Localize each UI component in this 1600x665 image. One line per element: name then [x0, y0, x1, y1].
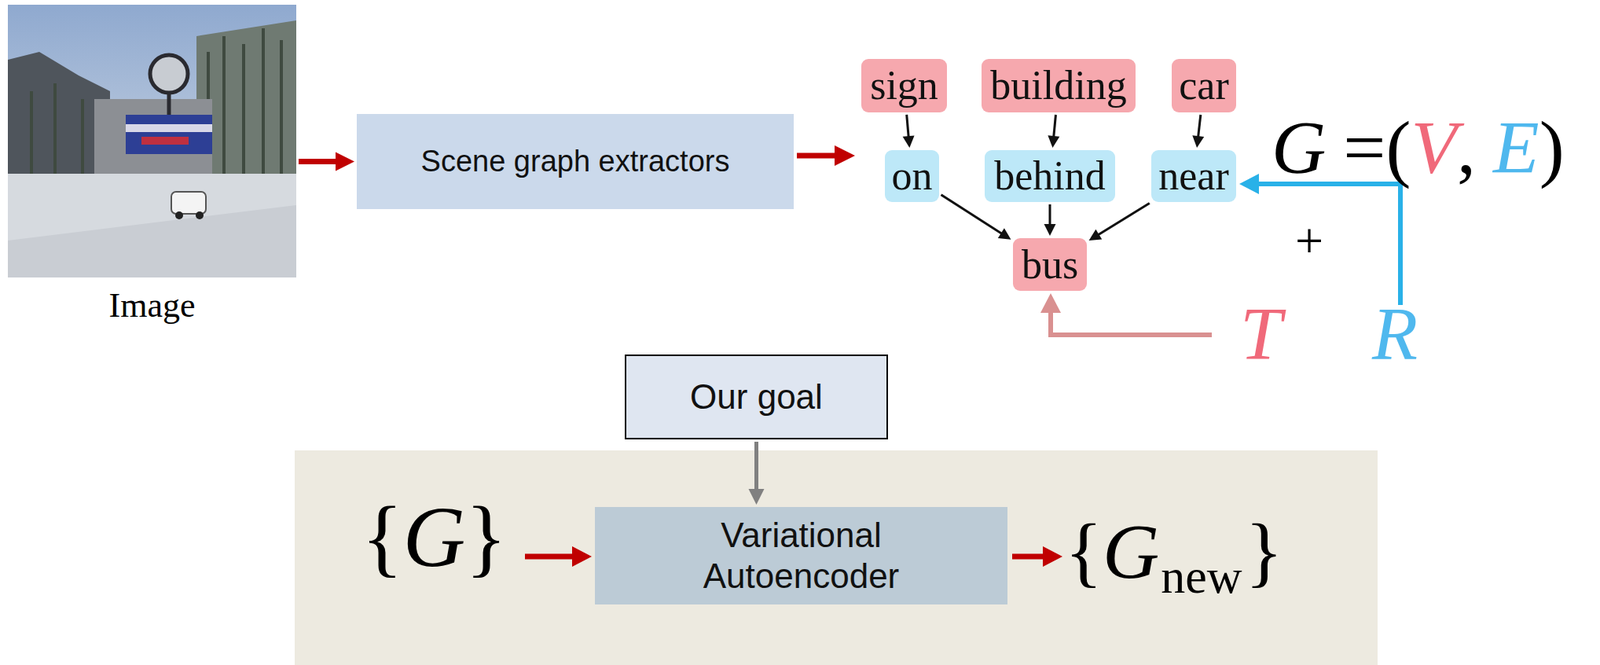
object-node: building: [981, 58, 1136, 113]
math-symbol: new: [1160, 551, 1242, 601]
math-symbol: R: [1372, 297, 1418, 372]
connector: [1192, 114, 1204, 148]
node-label: building: [990, 62, 1127, 110]
connector: [902, 114, 915, 148]
model-box: Variational Autoencoder: [594, 506, 1008, 605]
red-arrow-head: [1042, 546, 1063, 567]
math-symbol: {: [361, 493, 404, 580]
math-symbol: G: [1102, 512, 1160, 591]
bus-body: [125, 114, 213, 155]
math-symbol: ,: [1456, 110, 1476, 186]
connector: [298, 152, 355, 172]
red-arrow-line: [524, 554, 574, 560]
red-arrow-line: [1012, 554, 1046, 560]
goal-band: [294, 450, 1378, 665]
round-sign: [150, 55, 188, 93]
connector-line: [1197, 114, 1200, 139]
sign-post: [167, 92, 172, 115]
sky: [7, 4, 297, 278]
math-symbol: +: [1295, 216, 1324, 267]
math-symbol: T: [1240, 297, 1282, 372]
arrow-head: [1044, 223, 1057, 236]
connector: [1047, 114, 1060, 148]
red-arrow-head: [572, 546, 592, 567]
math-symbol: {: [1064, 512, 1103, 591]
connector-line: [754, 441, 759, 492]
tree-trunks: [31, 28, 282, 186]
arrow-head: [1047, 135, 1060, 148]
node-label: on: [891, 152, 933, 200]
relation-node: on: [884, 150, 940, 202]
math-symbol: G: [1271, 110, 1326, 186]
connector: [1089, 203, 1150, 241]
connector-line: [1053, 114, 1057, 139]
formula: G=(V,E): [1271, 110, 1565, 186]
arrow-head: [1089, 229, 1103, 241]
arrow-head: [902, 135, 915, 148]
node-label: car: [1178, 62, 1229, 110]
red-arrow-line: [796, 153, 838, 159]
blue-arrow-line: [1257, 183, 1401, 305]
object-node: car: [1171, 58, 1237, 113]
node-label: Our goal: [689, 377, 823, 418]
scene-photo: [7, 4, 297, 278]
goal-box: Our goal: [624, 354, 889, 440]
bus-stripe: [125, 124, 213, 133]
wheel: [195, 211, 204, 220]
math-symbol: ): [1539, 110, 1565, 186]
math-symbol: }: [465, 493, 507, 580]
building: [94, 99, 213, 174]
math-symbol: G: [403, 493, 466, 580]
node-label: near: [1158, 152, 1229, 200]
node-label: bus: [1021, 241, 1079, 289]
node-label: sign: [869, 62, 939, 110]
math-symbol: =(: [1343, 110, 1411, 186]
arrow-head: [1192, 135, 1204, 148]
connector-line: [906, 114, 910, 139]
connector-line: [298, 158, 340, 165]
connector-line: [1049, 204, 1052, 227]
blue-arrow-head: [1239, 173, 1259, 195]
relation-node: behind: [984, 150, 1116, 202]
car: [171, 191, 206, 214]
connector-line: [1097, 203, 1150, 236]
object-node: sign: [861, 58, 947, 113]
red-arrow-head: [834, 145, 856, 166]
road: [7, 205, 297, 278]
connector: [1044, 204, 1057, 236]
bus-stripe: [141, 136, 189, 145]
process-box: Scene graph extractors: [356, 113, 794, 210]
object-node: bus: [1012, 238, 1087, 291]
math-symbol: V: [1410, 110, 1457, 186]
node-label: behind: [994, 152, 1106, 200]
pink-arrow-head: [1040, 293, 1061, 313]
formula: {G}: [361, 493, 507, 580]
formula: {Gnew}: [1064, 512, 1284, 591]
pink-arrow-line: [1050, 311, 1212, 335]
math-symbol: E: [1493, 110, 1540, 186]
math-symbol: }: [1245, 512, 1284, 591]
snow-ground: [7, 173, 297, 278]
image-caption: Image: [0, 286, 328, 325]
connector: [748, 441, 765, 505]
arrow-head: [335, 152, 355, 172]
arrow-head: [748, 488, 765, 505]
node-label: Variational Autoencoder: [671, 514, 932, 597]
relation-node: near: [1151, 150, 1237, 202]
node-label: Scene graph extractors: [421, 144, 731, 180]
arrow-head: [998, 227, 1012, 239]
wheel: [175, 211, 184, 220]
input-image: Image: [7, 4, 297, 278]
